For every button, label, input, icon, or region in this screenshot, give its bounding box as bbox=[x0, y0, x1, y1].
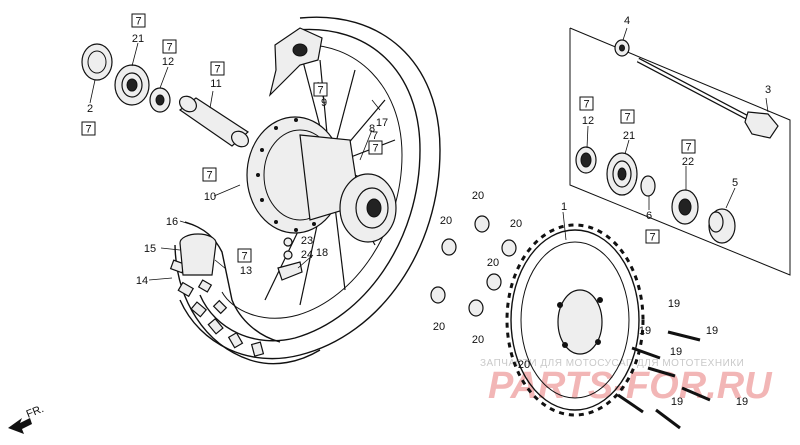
callout-14: 14 bbox=[136, 275, 148, 287]
callout-20e: 20 bbox=[433, 321, 445, 333]
callout-20b: 20 bbox=[510, 218, 522, 230]
collar bbox=[708, 208, 736, 244]
callout-15: 15 bbox=[144, 243, 156, 255]
callout-5: 5 bbox=[732, 177, 738, 189]
callout-9: 9 bbox=[321, 97, 327, 109]
callout-3: 3 bbox=[765, 84, 771, 96]
direction-arrow-label: FR. bbox=[25, 403, 46, 421]
boxed-reference-icon: 7 bbox=[368, 140, 383, 155]
callout-13: 13 bbox=[240, 265, 252, 277]
callout-12b: 12 bbox=[582, 115, 594, 127]
boxed-reference-label: 7 bbox=[372, 143, 378, 155]
washer bbox=[614, 39, 630, 57]
callout-20c: 20 bbox=[440, 215, 452, 227]
boxed-reference-label: 7 bbox=[649, 232, 655, 244]
driven-sprocket bbox=[505, 223, 645, 417]
callout-19f: 19 bbox=[671, 396, 683, 408]
callout-23: 23 bbox=[301, 235, 313, 247]
callout-24: 24 bbox=[301, 249, 313, 261]
boxed-reference-icon: 7 bbox=[645, 229, 660, 244]
boxed-reference-label: 7 bbox=[166, 42, 172, 54]
dust-seal-left bbox=[149, 87, 171, 113]
callout-12a: 12 bbox=[162, 56, 174, 68]
boxed-reference-icon: 7 bbox=[81, 121, 96, 136]
boxed-reference-label: 7 bbox=[206, 170, 212, 182]
boxed-reference-icon: 7 bbox=[237, 248, 252, 263]
boxed-reference-label: 7 bbox=[583, 99, 589, 111]
callout-16: 16 bbox=[166, 216, 178, 228]
callout-20a: 20 bbox=[472, 190, 484, 202]
watermark-caption: ЗАПЧАСТИ ДЛЯ МОТОСУСАП ДЛЯ МОТОТЕХНИКИ bbox=[480, 358, 744, 369]
tire-tread bbox=[169, 244, 321, 365]
rim-lock bbox=[277, 237, 303, 281]
nut-set bbox=[430, 215, 517, 317]
boxed-reference-label: 7 bbox=[85, 124, 91, 136]
bearing-right bbox=[671, 189, 699, 225]
callout-22: 22 bbox=[682, 156, 694, 168]
callout-19e: 19 bbox=[736, 396, 748, 408]
callout-18: 18 bbox=[316, 247, 328, 259]
boxed-reference-label: 7 bbox=[241, 251, 247, 263]
callout-1: 1 bbox=[561, 201, 567, 213]
spacer-ring bbox=[640, 175, 656, 197]
callout-20f: 20 bbox=[472, 334, 484, 346]
bearing-left bbox=[114, 64, 150, 106]
callout-19b: 19 bbox=[706, 325, 718, 337]
boxed-reference-icon: 7 bbox=[210, 61, 225, 76]
callout-2: 2 bbox=[87, 103, 93, 115]
callout-10: 10 bbox=[204, 191, 216, 203]
rear-wheel bbox=[179, 16, 441, 360]
dust-seal-right bbox=[575, 146, 597, 174]
direction-arrow-icon bbox=[8, 418, 32, 434]
boxed-reference-icon: 7 bbox=[162, 39, 177, 54]
boxed-reference-label: 7 bbox=[317, 85, 323, 97]
boxed-reference-icon: 7 bbox=[681, 139, 696, 154]
boxed-reference-icon: 7 bbox=[131, 13, 146, 28]
callout-7: 7 bbox=[372, 130, 378, 142]
callout-19c: 19 bbox=[639, 325, 651, 337]
callout-19a: 19 bbox=[668, 298, 680, 310]
front-direction: FR. bbox=[8, 403, 46, 434]
boxed-reference-icon: 7 bbox=[620, 109, 635, 124]
boxed-reference-icon: 7 bbox=[313, 82, 328, 97]
callout-8: 8 bbox=[369, 123, 375, 135]
boxed-reference-label: 7 bbox=[214, 64, 220, 76]
sprocket-bolts bbox=[617, 330, 711, 430]
distance-collar bbox=[178, 95, 249, 148]
callout-20d: 20 bbox=[487, 257, 499, 269]
boxed-reference-label: 7 bbox=[135, 16, 141, 28]
boxed-reference-icon: 7 bbox=[202, 167, 217, 182]
callout-21b: 21 bbox=[623, 130, 635, 142]
callout-21a: 21 bbox=[132, 33, 144, 45]
bearing-center bbox=[606, 152, 638, 196]
callout-11: 11 bbox=[210, 78, 221, 90]
callout-layer: 1234567891011121213141516171819191919191… bbox=[87, 15, 771, 408]
callout-19d: 19 bbox=[670, 346, 682, 358]
leader-lines bbox=[89, 27, 769, 281]
boxed-reference-label: 7 bbox=[624, 112, 630, 124]
rim-band bbox=[184, 221, 281, 343]
axle-shaft bbox=[636, 57, 779, 139]
boxed-reference-icon: 7 bbox=[579, 96, 594, 111]
inner-tube-valve bbox=[179, 233, 217, 276]
boxed-reference-label: 7 bbox=[685, 142, 691, 154]
callout-20g: 20 bbox=[518, 359, 530, 371]
callout-6: 6 bbox=[646, 210, 652, 222]
axle-assembly-outline bbox=[569, 27, 791, 276]
seal-cap bbox=[81, 43, 113, 81]
callout-4: 4 bbox=[624, 15, 630, 27]
callout-17: 17 bbox=[376, 117, 388, 129]
